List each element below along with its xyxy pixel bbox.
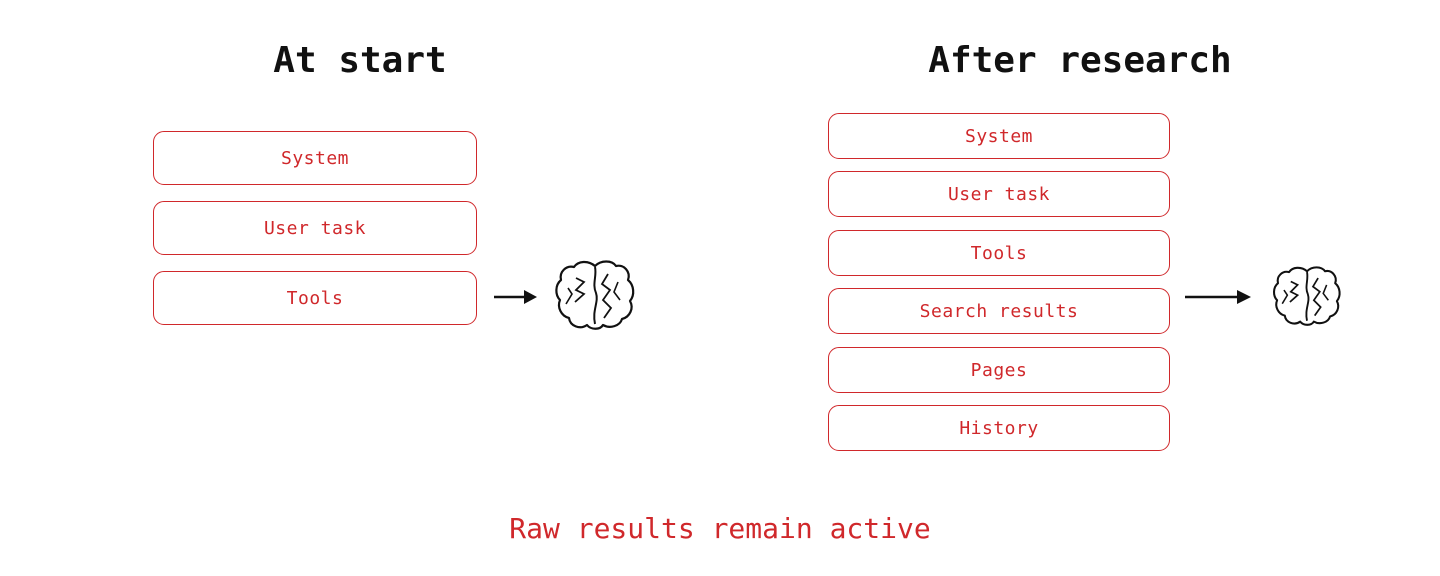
right-brain-icon — [1273, 266, 1341, 326]
left-box-user-task-label: User task — [263, 217, 367, 239]
right-box-search-results-label: Search results — [919, 300, 1079, 322]
right-arrow-icon — [1185, 290, 1251, 304]
right-box-pages: Pages — [828, 347, 1170, 393]
left-panel-title: At start — [273, 40, 447, 81]
right-box-system: System — [828, 113, 1170, 159]
left-brain-icon — [555, 260, 635, 330]
caption-text: Raw results remain active — [509, 512, 931, 545]
right-box-user-task-label: User task — [947, 183, 1051, 205]
right-box-system-label: System — [964, 125, 1034, 147]
left-box-user-task: User task — [153, 201, 477, 255]
left-box-system: System — [153, 131, 477, 185]
right-box-history: History — [828, 405, 1170, 451]
left-box-tools: Tools — [153, 271, 477, 325]
left-box-tools-label: Tools — [286, 287, 344, 309]
right-box-pages-label: Pages — [970, 359, 1028, 381]
left-arrow-icon — [494, 290, 537, 304]
right-panel-title: After research — [928, 40, 1232, 81]
left-box-system-label: System — [280, 147, 350, 169]
right-box-tools: Tools — [828, 230, 1170, 276]
right-box-user-task: User task — [828, 171, 1170, 217]
right-box-tools-label: Tools — [970, 242, 1028, 264]
right-box-history-label: History — [959, 417, 1039, 439]
right-box-search-results: Search results — [828, 288, 1170, 334]
